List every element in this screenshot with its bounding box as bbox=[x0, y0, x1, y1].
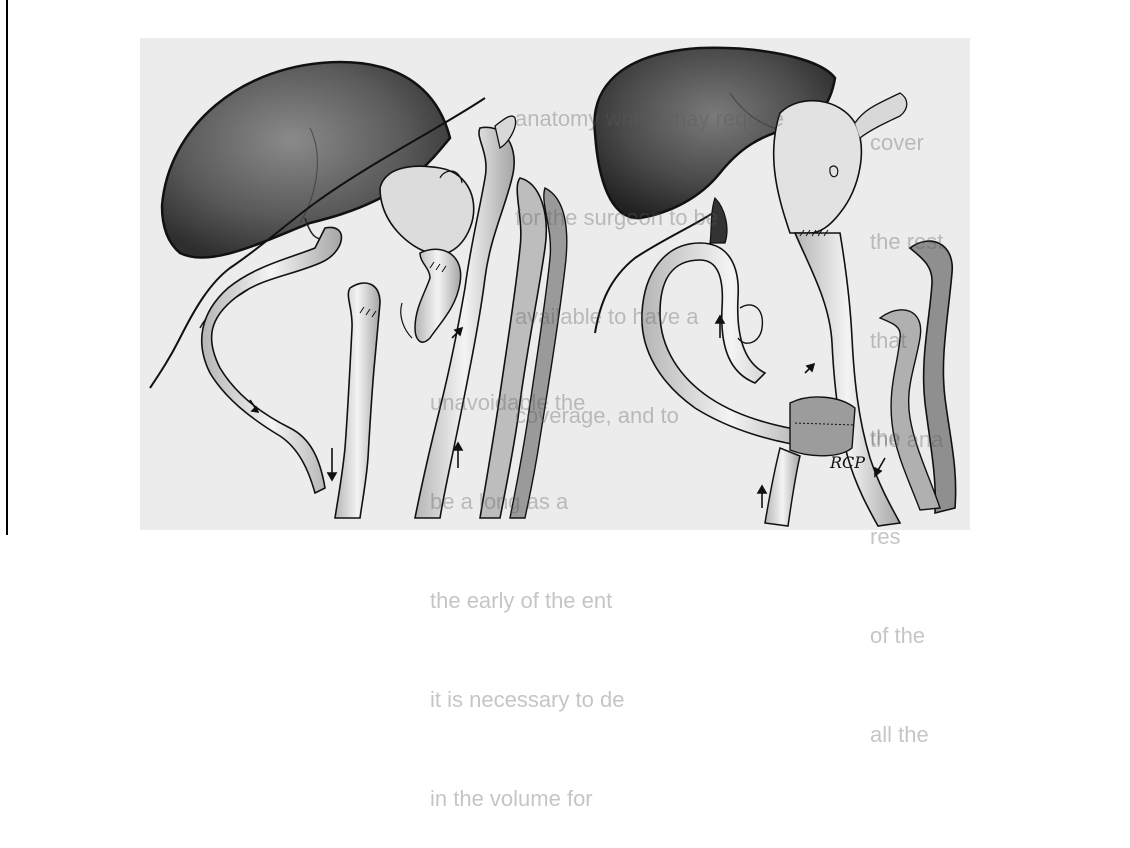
rcp-annotation: RCP bbox=[829, 453, 865, 472]
show-through-text-b: unavoidable the be a long as a the early… bbox=[430, 320, 624, 848]
page-margin-rule bbox=[6, 0, 8, 535]
show-through-text-d: the res of the all the bbox=[870, 355, 929, 784]
anastomosis-right bbox=[790, 397, 855, 456]
